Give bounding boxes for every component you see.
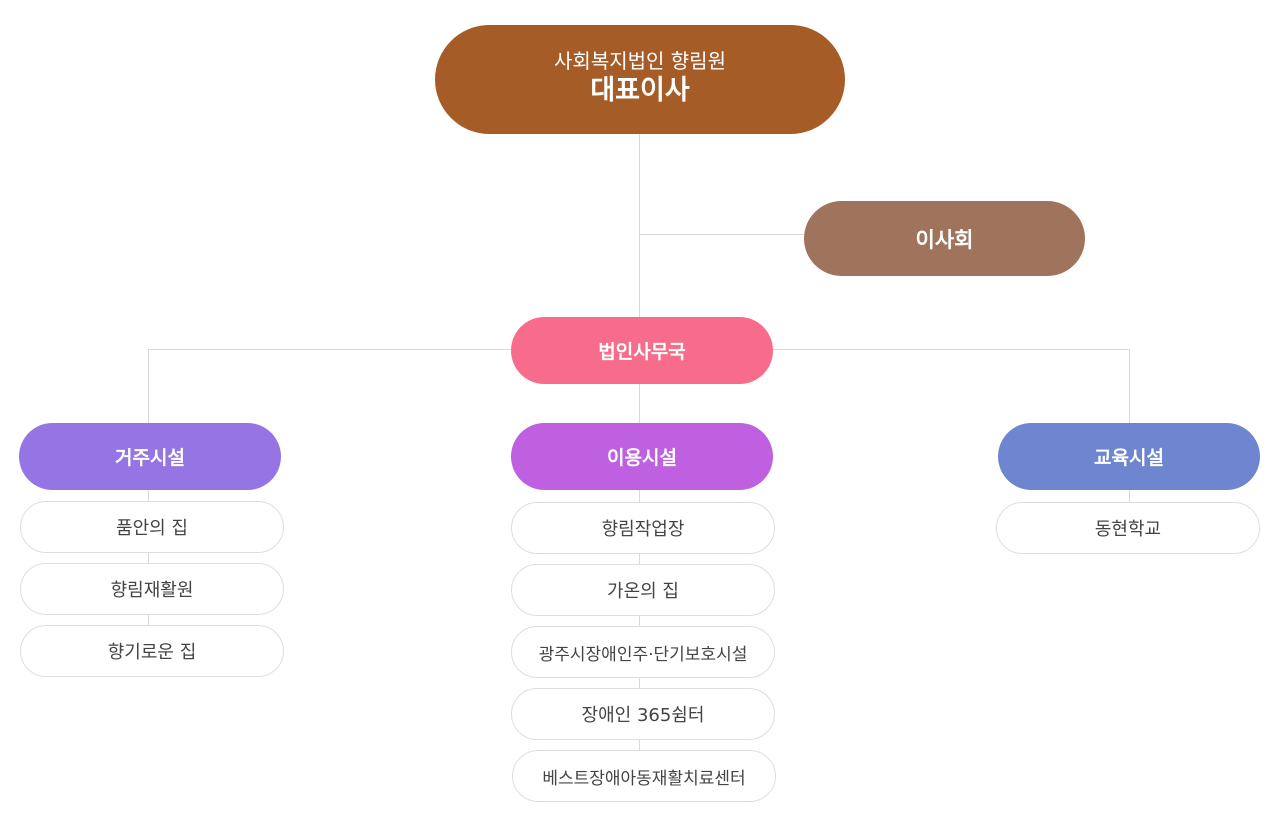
facility-item: 향기로운 집 (20, 625, 284, 677)
facility-item: 가온의 집 (511, 564, 775, 616)
facility-item: 베스트장애아동재활치료센터 (512, 750, 776, 802)
category-usage: 이용시설 (511, 423, 773, 490)
ceo-title: 대표이사 (590, 75, 690, 107)
facility-item: 품안의 집 (20, 501, 284, 553)
organization-name: 사회복지법인 향림원 (554, 49, 726, 74)
facility-item: 향림작업장 (511, 502, 775, 554)
board-node: 이사회 (804, 201, 1085, 276)
ceo-node: 사회복지법인 향림원 대표이사 (435, 25, 845, 134)
facility-item: 장애인 365쉼터 (511, 688, 775, 740)
category-education: 교육시설 (998, 423, 1260, 490)
facility-item: 향림재활원 (20, 563, 284, 615)
category-residential: 거주시설 (19, 423, 281, 490)
facility-item: 동현학교 (996, 502, 1260, 554)
facility-item: 광주시장애인주·단기보호시설 (511, 626, 775, 678)
secretariat-node: 법인사무국 (511, 317, 773, 384)
